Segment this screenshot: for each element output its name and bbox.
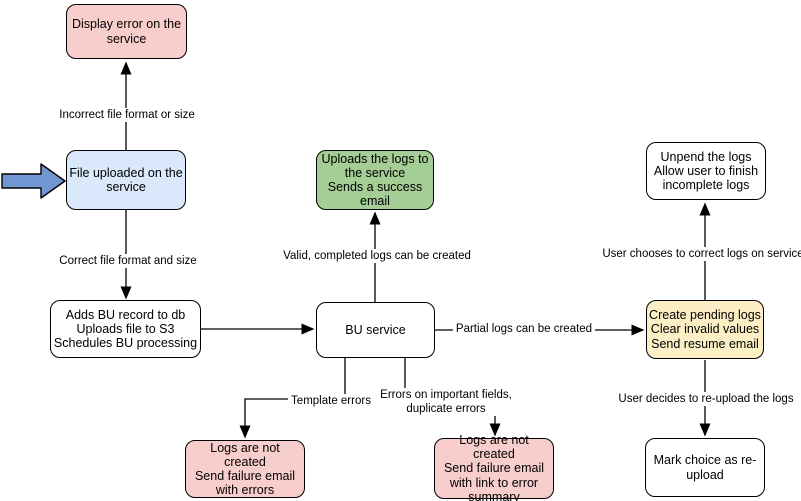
edge-label-valid-completed: Valid, completed logs can be created bbox=[280, 248, 474, 264]
edge-label-user-corrects: User chooses to correct logs on service bbox=[599, 246, 801, 262]
edge-label-incorrect-format: Incorrect file format or size bbox=[56, 107, 198, 123]
edge-label-important-errors: Errors on important fields, duplicate er… bbox=[377, 387, 515, 417]
edge-label-template-errors: Template errors bbox=[288, 393, 374, 409]
start-pointer-arrow-icon bbox=[1, 163, 66, 199]
node-bu-service[interactable]: BU service bbox=[316, 302, 435, 358]
node-uploads-logs-success[interactable]: Uploads the logs to the service Sends a … bbox=[316, 150, 434, 210]
node-unpend-logs[interactable]: Unpend the logs Allow user to finish inc… bbox=[646, 142, 766, 200]
node-display-error[interactable]: Display error on the service bbox=[66, 4, 187, 59]
node-create-pending-logs[interactable]: Create pending logs Clear invalid values… bbox=[646, 300, 764, 359]
node-logs-not-created-errors[interactable]: Logs are not created Send failure email … bbox=[185, 440, 305, 498]
edge-label-correct-format: Correct file format and size bbox=[56, 253, 200, 269]
node-mark-reupload[interactable]: Mark choice as re- upload bbox=[645, 438, 765, 497]
node-file-uploaded[interactable]: File uploaded on the service bbox=[66, 150, 186, 210]
node-logs-not-created-summary[interactable]: Logs are not created Send failure email … bbox=[434, 433, 554, 501]
edge-label-partial-logs: Partial logs can be created bbox=[452, 321, 596, 337]
node-adds-bu-record[interactable]: Adds BU record to db Uploads file to S3 … bbox=[50, 300, 201, 358]
edge-label-user-reuploads: User decides to re-upload the logs bbox=[615, 391, 797, 407]
